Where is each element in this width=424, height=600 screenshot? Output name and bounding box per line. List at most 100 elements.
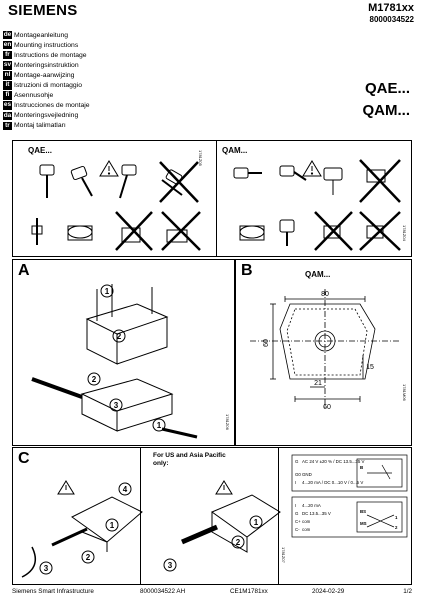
sensor-horizontal-crossed-icon <box>161 211 201 251</box>
figure-ref: 1781Z07 <box>281 547 286 564</box>
dim-width: 80 <box>321 291 329 298</box>
us-note: For US and Asia Pacific only: <box>153 452 226 467</box>
wiring-term: C- <box>295 527 300 532</box>
step-number: 4 <box>123 485 128 494</box>
wiring-text: 4...20 mA <box>302 503 321 508</box>
sensor-angled-icon <box>119 164 137 199</box>
section-b-label: B <box>241 262 253 279</box>
warning-icon <box>302 160 322 177</box>
step-number: 1 <box>157 421 162 430</box>
wiring-label: 1 <box>395 515 398 520</box>
housing-lid-icon <box>85 303 169 365</box>
model-qae: QAE... <box>364 80 410 97</box>
usage-panel <box>12 140 412 257</box>
language-code: fr <box>3 50 12 60</box>
sensor-box-crossed-icon <box>115 211 153 251</box>
sensor-down-icon <box>279 219 295 246</box>
pipe-strap-icon <box>67 225 93 241</box>
language-title: Instrucciones de montaje <box>14 102 90 110</box>
figure-ref: 1781Z04 <box>402 225 407 241</box>
footer-doc-code: CE1M1781xx <box>230 588 268 595</box>
section-b <box>235 259 412 446</box>
wiring-table: G AC 24 V ±20 % / DC 13.5...35 V G0 GND … <box>295 459 365 532</box>
language-code: tr <box>3 121 12 131</box>
section-c <box>12 447 412 585</box>
housing-open-icon <box>80 378 174 432</box>
dimension-drawing: 80 60 60 21 15 1781M06 <box>250 289 407 411</box>
section-a-illustration: 1 2 2 3 1 1781Z06 <box>31 284 230 439</box>
wiring-text: com <box>302 519 311 524</box>
dim-offset: 21 <box>314 380 322 387</box>
sensor-pipe-icon <box>31 218 43 245</box>
wiring-text: GND <box>302 472 312 477</box>
wiring-label: 2 <box>395 525 398 530</box>
sensor-body-icon <box>71 496 143 552</box>
sensor-tilted-icon <box>70 165 93 197</box>
section-c-divider <box>140 447 141 585</box>
footer-page: 1/2 <box>403 588 412 595</box>
section-b-title: QAM... <box>305 270 331 279</box>
figure-ref: 1781Z06 <box>225 414 230 431</box>
section-c-illustration: 4 1 2 3 1 2 3 1781Z07 G AC 24 V ±20 % / … <box>21 454 408 578</box>
language-title: Monteringsinstruktion <box>14 61 79 69</box>
conduit-icon <box>181 524 218 545</box>
doc-number: 8000034522 <box>369 15 415 24</box>
language-title: Montageanleitung <box>14 31 69 39</box>
language-title: Asennusohje <box>14 92 54 100</box>
step-number: 2 <box>236 538 241 547</box>
figure-ref: 1781M06 <box>402 384 407 401</box>
language-code: da <box>3 111 12 121</box>
language-title: Instructions de montage <box>14 51 87 59</box>
section-a-label: A <box>18 262 30 279</box>
wiring-term: I <box>295 480 296 485</box>
usage-illustrations <box>31 159 401 251</box>
wiring-text: com <box>302 527 311 532</box>
wiring-term: G0 <box>295 472 301 477</box>
model-qam: QAM... <box>362 102 411 119</box>
wiring-term: G <box>295 511 299 516</box>
language-code: nl <box>3 71 12 80</box>
language-title: Mounting instructions <box>14 41 79 49</box>
step-number: 2 <box>86 553 91 562</box>
footer-date: 2024-02-29 <box>312 588 345 595</box>
dim-small: 15 <box>366 364 374 371</box>
qam-label: QAM... <box>222 146 248 155</box>
step-number: 1 <box>254 518 259 527</box>
step-number: 2 <box>117 332 122 341</box>
step-number: 1 <box>110 521 115 530</box>
wiring-text: DC 13.5...35 V <box>302 511 331 516</box>
sensor-body-icon <box>210 494 281 553</box>
duct-sensor-angled-icon <box>279 165 307 181</box>
dim-inner-width: 60 <box>323 404 331 411</box>
step-number: 3 <box>114 401 119 410</box>
language-code: fi <box>3 91 12 100</box>
step-number: 3 <box>44 564 49 573</box>
wiring-label: MS <box>360 521 367 526</box>
duct-sensor-box-icon <box>323 167 343 195</box>
step-number: 1 <box>105 287 110 296</box>
language-title: Monteringsvejledning <box>14 112 79 120</box>
screwdriver-icon <box>161 427 198 439</box>
language-title: Istruzioni di montaggio <box>14 82 83 90</box>
sensor-crossed-icon <box>314 211 353 251</box>
pipe-strap-icon <box>239 225 265 241</box>
step-number: 3 <box>168 561 173 570</box>
sensor-crossed-icon <box>159 161 199 203</box>
step-number: 2 <box>92 375 97 384</box>
warning-icon <box>215 480 233 495</box>
duct-sensor-crossed-icon <box>359 159 401 203</box>
footer-company: Siemens Smart Infrastructure <box>12 588 94 595</box>
wiring-label: BS <box>360 509 366 514</box>
cable-icon <box>31 377 83 399</box>
sensor-vertical-icon <box>39 164 55 198</box>
